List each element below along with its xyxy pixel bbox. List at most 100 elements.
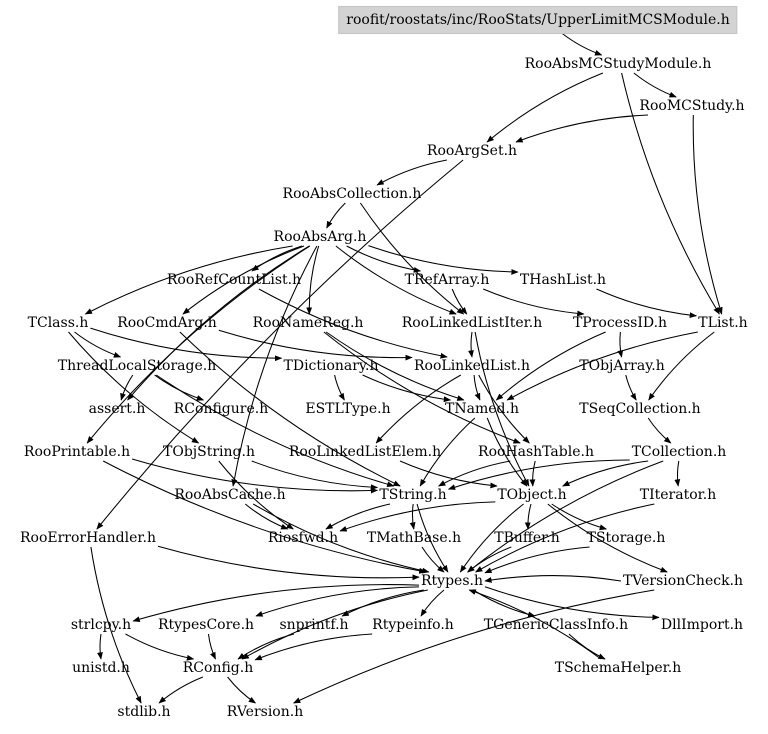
node-roo-linked-list[interactable]: RooLinkedList.h	[414, 358, 530, 374]
node-dll-import[interactable]: DllImport.h	[660, 617, 744, 633]
edge-linked-list-to-hash-table	[478, 374, 530, 444]
edge-tnamed-to-tobject	[486, 417, 528, 487]
node-assert[interactable]: assert.h	[88, 401, 146, 417]
edge-mc-study-to-arg-set	[515, 114, 649, 143]
edge-rconfig-to-rversion	[227, 676, 257, 704]
node-tnamed[interactable]: TNamed.h	[445, 401, 519, 417]
edge-error-handler-to-stdlib	[90, 546, 142, 704]
node-rtypes[interactable]: Rtypes.h	[421, 573, 483, 589]
node-roo-name-reg[interactable]: RooNameReg.h	[252, 315, 364, 331]
edge-abs-arg-to-ref-count-list	[251, 245, 303, 272]
edge-rtypes-to-rconfig	[241, 589, 428, 660]
node-roo-printable[interactable]: RooPrintable.h	[23, 444, 131, 460]
node-rtypeinfo[interactable]: Rtypeinfo.h	[372, 617, 454, 633]
node-riosfwd[interactable]: Riosfwd.h	[267, 530, 339, 546]
node-unistd[interactable]: unistd.h	[72, 660, 130, 676]
edge-root-to-abs-mc-study-module	[561, 32, 603, 56]
edge-tref-array-to-linked-list-iter	[451, 288, 468, 315]
node-tobj-string[interactable]: TObjString.h	[163, 444, 255, 460]
edge-abs-mc-study-module-to-mc-study	[633, 72, 677, 98]
node-roo-error-handler[interactable]: RooErrorHandler.h	[19, 530, 157, 546]
node-roo-hash-table[interactable]: RooHashTable.h	[478, 444, 594, 460]
edge-tversion-check-to-rversion	[293, 589, 655, 704]
edge-abs-cache-to-rtypes	[252, 503, 430, 574]
node-roo-arg-set[interactable]: RooArgSet.h	[426, 143, 518, 159]
node-tref-array[interactable]: TRefArray.h	[404, 272, 490, 288]
node-tstorage[interactable]: TStorage.h	[586, 530, 666, 546]
edge-abs-arg-to-abs-cache	[231, 245, 318, 487]
node-roo-ref-count-list[interactable]: RooRefCountList.h	[166, 272, 302, 288]
edge-tref-array-to-tprocess-id	[482, 288, 585, 317]
node-tlist[interactable]: TList.h	[698, 315, 748, 331]
edge-rtypes-to-strlcpy	[132, 584, 420, 622]
node-tprocess-id[interactable]: TProcessID.h	[572, 315, 668, 331]
edge-snprintf-to-rconfig	[237, 633, 295, 660]
node-root-upper-limit-mcs-module[interactable]: roofit/roostats/inc/RooStats/UpperLimitM…	[338, 6, 738, 34]
edge-tobject-to-rtypes	[459, 503, 524, 573]
node-tclass[interactable]: TClass.h	[27, 315, 89, 331]
node-snprintf[interactable]: snprintf.h	[279, 617, 349, 633]
node-roo-abs-cache[interactable]: RooAbsCache.h	[174, 487, 286, 503]
edge-tprocess-id-to-tnamed	[495, 331, 606, 401]
node-stdlib[interactable]: stdlib.h	[117, 704, 171, 720]
node-tstring[interactable]: TString.h	[379, 487, 447, 503]
edge-rtypes-core-to-rconfig	[207, 633, 216, 660]
edge-rtypes-to-snprintf	[341, 589, 424, 617]
node-tseq-collection[interactable]: TSeqCollection.h	[579, 401, 701, 417]
edge-linked-list-to-tnamed	[473, 374, 481, 401]
node-tdictionary[interactable]: TDictionary.h	[283, 358, 379, 374]
edge-tobject-to-riosfwd	[339, 501, 496, 532]
node-rversion[interactable]: RVersion.h	[226, 704, 304, 720]
node-roo-abs-collection[interactable]: RooAbsCollection.h	[282, 186, 422, 202]
edge-linked-list-iter-to-tobject	[474, 331, 530, 487]
node-thread-local-storage[interactable]: ThreadLocalStorage.h	[57, 358, 217, 374]
node-rconfig[interactable]: RConfig.h	[182, 660, 254, 676]
edge-rtypeinfo-to-rconfig	[254, 633, 373, 661]
edge-tobject-to-tstorage	[551, 503, 608, 531]
node-strlcpy[interactable]: strlcpy.h	[70, 617, 132, 633]
edge-ref-count-list-to-linked-list	[258, 288, 448, 359]
node-rtypes-core[interactable]: RtypesCore.h	[157, 617, 255, 633]
node-tversion-check[interactable]: TVersionCheck.h	[622, 573, 744, 589]
edge-abs-mc-study-module-to-tlist	[621, 72, 720, 315]
edge-printable-to-rtypes	[102, 460, 427, 574]
edge-abs-mc-study-module-to-arg-set	[486, 72, 604, 143]
node-roo-linked-list-iter[interactable]: RooLinkedListIter.h	[401, 315, 543, 331]
edge-arg-set-to-abs-collection	[376, 159, 447, 186]
node-roo-abs-mc-study-module[interactable]: RooAbsMCStudyModule.h	[524, 56, 712, 72]
edge-tcollection-to-rtypes	[467, 460, 664, 573]
edge-rconfig-to-stdlib	[158, 676, 204, 704]
edge-abs-collection-to-abs-arg	[326, 202, 346, 229]
edge-tversion-check-to-rtypes	[484, 575, 622, 583]
edge-tclass-to-thread-local-storage	[74, 331, 122, 358]
edge-tnamed-to-tstring	[419, 417, 476, 487]
node-roo-cmd-arg[interactable]: RooCmdArg.h	[117, 315, 217, 331]
node-thash-list[interactable]: THashList.h	[519, 272, 607, 288]
node-tobj-array[interactable]: TObjArray.h	[579, 358, 665, 374]
node-tobject[interactable]: TObject.h	[497, 487, 567, 503]
node-roo-abs-arg[interactable]: RooAbsArg.h	[273, 229, 367, 245]
node-tcollection[interactable]: TCollection.h	[631, 444, 727, 460]
node-rconfigure[interactable]: RConfigure.h	[173, 401, 269, 417]
edge-tobj-string-to-tstring	[251, 460, 379, 491]
edge-abs-arg-to-assert	[127, 245, 310, 401]
edge-tdictionary-to-tnamed	[362, 374, 452, 403]
node-tgeneric-class-info[interactable]: TGenericClassInfo.h	[483, 617, 629, 633]
node-roo-linked-list-elem[interactable]: RooLinkedListElem.h	[288, 444, 442, 460]
node-roo-mc-study[interactable]: RooMCStudy.h	[639, 98, 745, 114]
edge-tlist-to-tseq-collection	[648, 331, 715, 401]
node-tschema-helper[interactable]: TSchemaHelper.h	[554, 660, 682, 676]
node-estl-type[interactable]: ESTLType.h	[305, 401, 391, 417]
edge-tcollection-to-tstring	[447, 459, 630, 490]
edge-tstring-to-tmath-base	[409, 503, 416, 530]
node-tbuffer[interactable]: TBuffer.h	[494, 530, 560, 546]
edge-abs-arg-to-thash-list	[368, 245, 519, 275]
edge-abs-arg-to-linked-list-iter	[335, 245, 457, 315]
edge-rtypes-to-rtypeinfo	[420, 589, 445, 617]
edge-tobject-to-tbuffer	[524, 503, 532, 530]
node-titerator[interactable]: TIterator.h	[639, 487, 717, 503]
edge-tmath-base-to-rtypes	[421, 546, 445, 573]
node-tmath-base[interactable]: TMathBase.h	[366, 530, 462, 546]
edge-tstorage-to-rtypes	[484, 546, 590, 574]
